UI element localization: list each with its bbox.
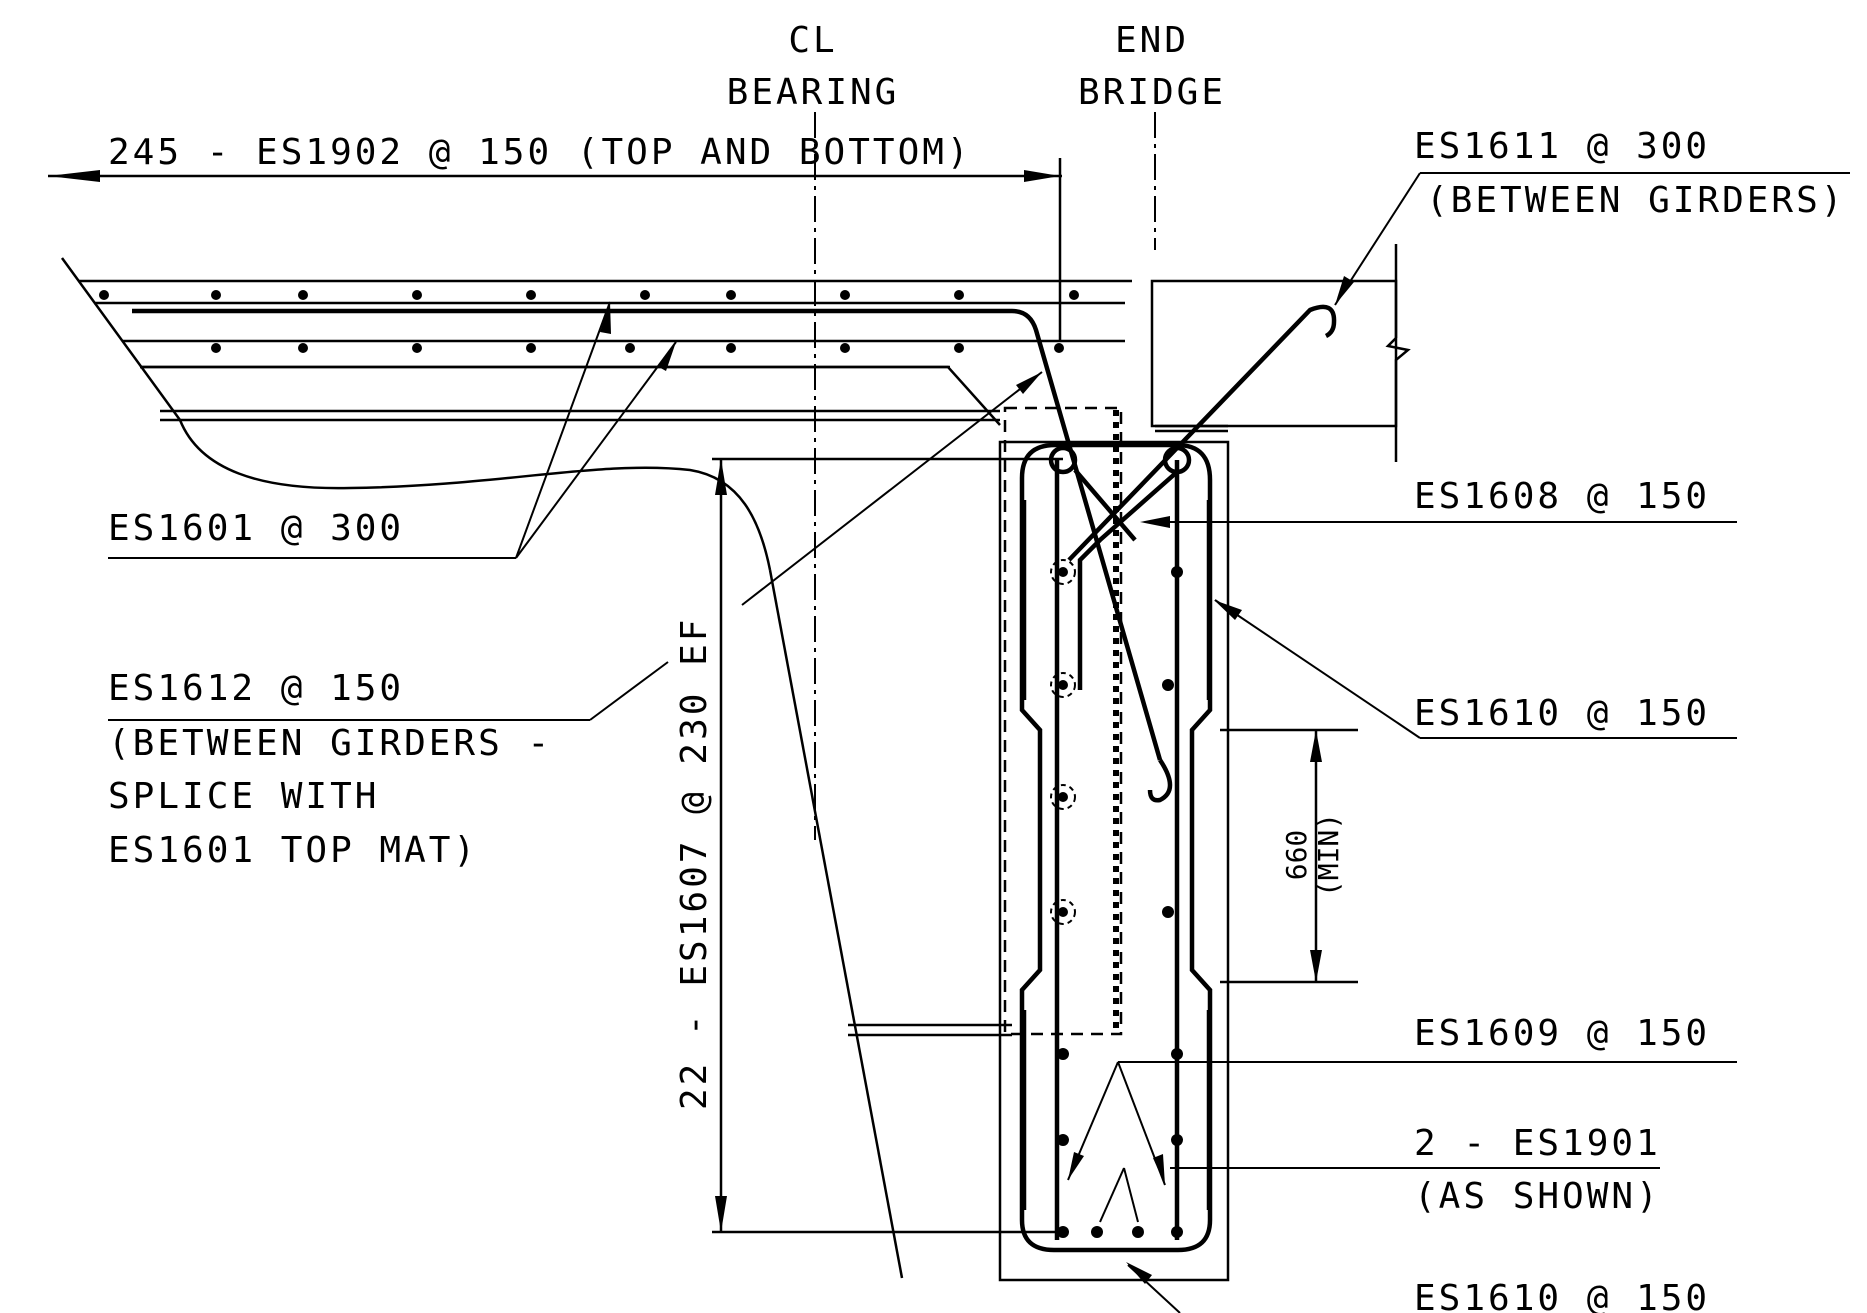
- deck-slab: [60, 257, 1132, 1279]
- es1608-bar: [1077, 470, 1179, 690]
- diaphragm-bars: [1057, 566, 1183, 1238]
- top-mat-bars: [99, 290, 1079, 300]
- es1610-label-a: ES1610 @ 150: [1414, 693, 1710, 734]
- es1612-note-1: (BETWEEN GIRDERS -: [108, 723, 552, 764]
- es1611-bar: [1067, 304, 1337, 562]
- es1607-dimension: [712, 457, 1063, 1234]
- dim-660: [1220, 728, 1358, 984]
- leaders: [515, 172, 1421, 1313]
- side-bars: [1023, 500, 1210, 1210]
- es1901-label: 2 - ES1901: [1414, 1123, 1661, 1164]
- bridge-label: BRIDGE: [1078, 72, 1226, 113]
- es1608-label: ES1608 @ 150: [1414, 476, 1710, 517]
- es1901-note: (AS SHOWN): [1414, 1176, 1661, 1217]
- es1612-note-3: ES1601 TOP MAT): [108, 830, 478, 871]
- cl-label: CL: [788, 20, 837, 61]
- top-bars-label: 245 - ES1902 @ 150 (TOP AND BOTTOM): [108, 132, 972, 173]
- es1610-label-b: ES1610 @ 150: [1414, 1278, 1710, 1313]
- dim-min-label: (MIN): [1312, 813, 1345, 897]
- dim-660-label: 660: [1280, 830, 1313, 881]
- es1612-label: ES1612 @ 150: [108, 668, 404, 709]
- es1610-stirrup: [1019, 442, 1213, 1253]
- end-label: END: [1115, 20, 1189, 61]
- bearing-label: BEARING: [727, 72, 900, 113]
- diaphragm-outline: [998, 440, 1230, 1282]
- es1612-hook: [1147, 758, 1173, 803]
- es1609-bar: [1054, 460, 1180, 1240]
- es1612-bar: [132, 308, 1163, 761]
- es1611-label: ES1611 @ 300: [1414, 126, 1710, 167]
- top-bars-dimension: [48, 158, 1062, 340]
- es1607-label: 22 - ES1607 @ 230 EF: [674, 617, 715, 1110]
- adjacent-deck: [1150, 244, 1411, 462]
- bottom-mat-bars: [211, 343, 1064, 353]
- es1601-bottom-bar: [140, 365, 1001, 426]
- es1609-label: ES1609 @ 150: [1414, 1013, 1710, 1054]
- es1601-label: ES1601 @ 300: [108, 508, 404, 549]
- es1612-note-2: SPLICE WITH: [108, 776, 379, 817]
- girder-hidden-outline: [1003, 406, 1123, 1036]
- girder-strands: [1050, 559, 1076, 925]
- es1611-note: (BETWEEN GIRDERS): [1426, 180, 1845, 221]
- label-underlines: [108, 172, 1850, 1169]
